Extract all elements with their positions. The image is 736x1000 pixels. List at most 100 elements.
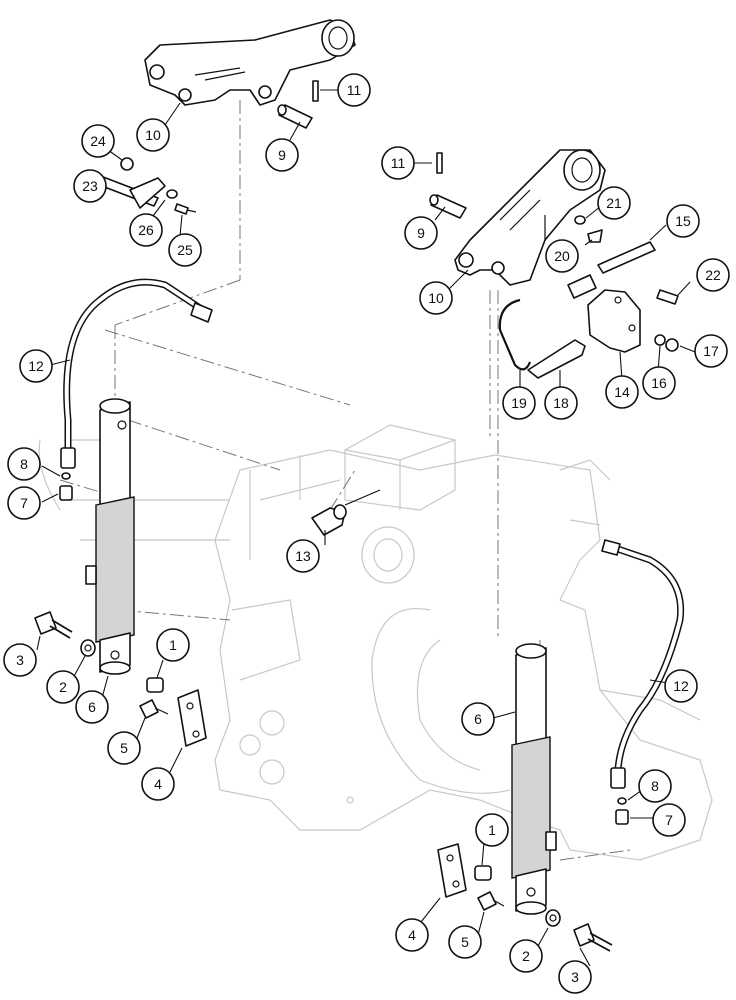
union-7-right — [615, 809, 629, 825]
callout-1-left: 1 — [156, 628, 190, 662]
cylinder-right — [511, 643, 557, 915]
callout-label: 9 — [417, 225, 425, 241]
callout-label: 5 — [461, 934, 469, 950]
pin-right — [429, 194, 467, 219]
washer-26 — [166, 189, 178, 199]
lift-arm-right — [454, 149, 606, 286]
callout-label: 17 — [703, 343, 719, 359]
callout-label: 25 — [177, 242, 193, 258]
bolt-25 — [174, 203, 197, 215]
callout-1-right: 1 — [475, 813, 509, 847]
bushing-1-left — [146, 677, 164, 693]
callout-label: 19 — [511, 395, 527, 411]
callout-13: 13 — [286, 539, 320, 573]
roll-pin-left — [312, 80, 319, 102]
washer-16 — [654, 334, 666, 346]
callout-3-left: 3 — [3, 643, 37, 677]
callout-20: 20 — [545, 239, 579, 273]
callout-24: 24 — [81, 124, 115, 158]
callout-label: 18 — [553, 395, 569, 411]
callout-label: 2 — [59, 679, 67, 695]
bolt-22 — [656, 289, 679, 305]
lift-arm-left — [144, 19, 356, 106]
alignment-lines — [59, 100, 631, 861]
washer-21 — [574, 215, 586, 225]
callout-22: 22 — [696, 258, 730, 292]
callout-19: 19 — [502, 386, 536, 420]
callout-label: 6 — [474, 711, 482, 727]
callout-14: 14 — [605, 375, 639, 409]
callout-label: 26 — [138, 222, 154, 238]
seal-8-left — [61, 472, 71, 480]
bushing-1-right — [474, 865, 492, 881]
callout-label: 24 — [90, 133, 106, 149]
callout-7-left: 7 — [7, 486, 41, 520]
bolt-5-right — [477, 891, 505, 911]
callout-label: 16 — [651, 375, 667, 391]
callout-label: 21 — [606, 195, 622, 211]
link-18 — [527, 339, 586, 379]
callout-17: 17 — [694, 334, 728, 368]
callout-label: 8 — [651, 778, 659, 794]
callout-label: 4 — [408, 927, 416, 943]
callout-label: 7 — [665, 812, 673, 828]
callout-label: 3 — [16, 652, 24, 668]
bolt-3-right — [573, 923, 613, 952]
pipe-right — [601, 539, 685, 789]
pin-left — [277, 104, 313, 129]
callout-label: 2 — [522, 948, 530, 964]
tee-fitting-13 — [311, 489, 381, 536]
callout-label: 1 — [169, 637, 177, 653]
callout-26: 26 — [129, 213, 163, 247]
callout-12-right: 12 — [664, 669, 698, 703]
callout-label: 6 — [88, 699, 96, 715]
callout-label: 10 — [428, 290, 444, 306]
callout-6-right: 6 — [461, 702, 495, 736]
nut-17 — [665, 338, 679, 352]
cylinder-left — [85, 398, 135, 675]
callout-6-left: 6 — [75, 690, 109, 724]
callout-label: 11 — [391, 155, 406, 171]
callout-11-top: 11 — [337, 73, 371, 107]
callout-2-right: 2 — [509, 939, 543, 973]
callout-25: 25 — [168, 233, 202, 267]
callout-4-right: 4 — [395, 918, 429, 952]
callout-label: 7 — [20, 495, 28, 511]
callout-23: 23 — [73, 169, 107, 203]
clip-20 — [587, 229, 603, 243]
callout-11-right: 11 — [381, 146, 415, 180]
plate-4-right — [437, 843, 467, 898]
callout-5-left: 5 — [107, 731, 141, 765]
adjuster-15 — [567, 241, 656, 299]
callout-4-left: 4 — [141, 767, 175, 801]
callout-12-left: 12 — [19, 349, 53, 383]
bolt-3-left — [34, 611, 73, 639]
bushing-24 — [120, 157, 134, 171]
callout-5-right: 5 — [448, 925, 482, 959]
linkage-pin-23 — [93, 174, 166, 209]
callout-21: 21 — [597, 186, 631, 220]
callout-10-right: 10 — [419, 281, 453, 315]
callout-label: 12 — [28, 358, 44, 374]
callout-label: 3 — [571, 969, 579, 985]
washer-2-left — [80, 639, 96, 657]
callout-15: 15 — [666, 204, 700, 238]
callout-7-right: 7 — [652, 803, 686, 837]
callout-label: 1 — [488, 822, 496, 838]
transmission-housing-outline — [38, 424, 713, 861]
union-7-left — [59, 485, 73, 501]
callout-label: 9 — [278, 147, 286, 163]
callout-3-right: 3 — [558, 960, 592, 994]
seal-8-right — [617, 797, 627, 805]
plate-4-left — [177, 689, 207, 747]
roll-pin-right — [436, 152, 443, 174]
callout-label: 22 — [705, 267, 721, 283]
callout-label: 14 — [614, 384, 630, 400]
callout-label: 20 — [554, 248, 570, 264]
callout-label: 11 — [347, 82, 362, 98]
callout-9-right: 9 — [404, 216, 438, 250]
callout-label: 8 — [20, 456, 28, 472]
callout-8-right: 8 — [638, 769, 672, 803]
